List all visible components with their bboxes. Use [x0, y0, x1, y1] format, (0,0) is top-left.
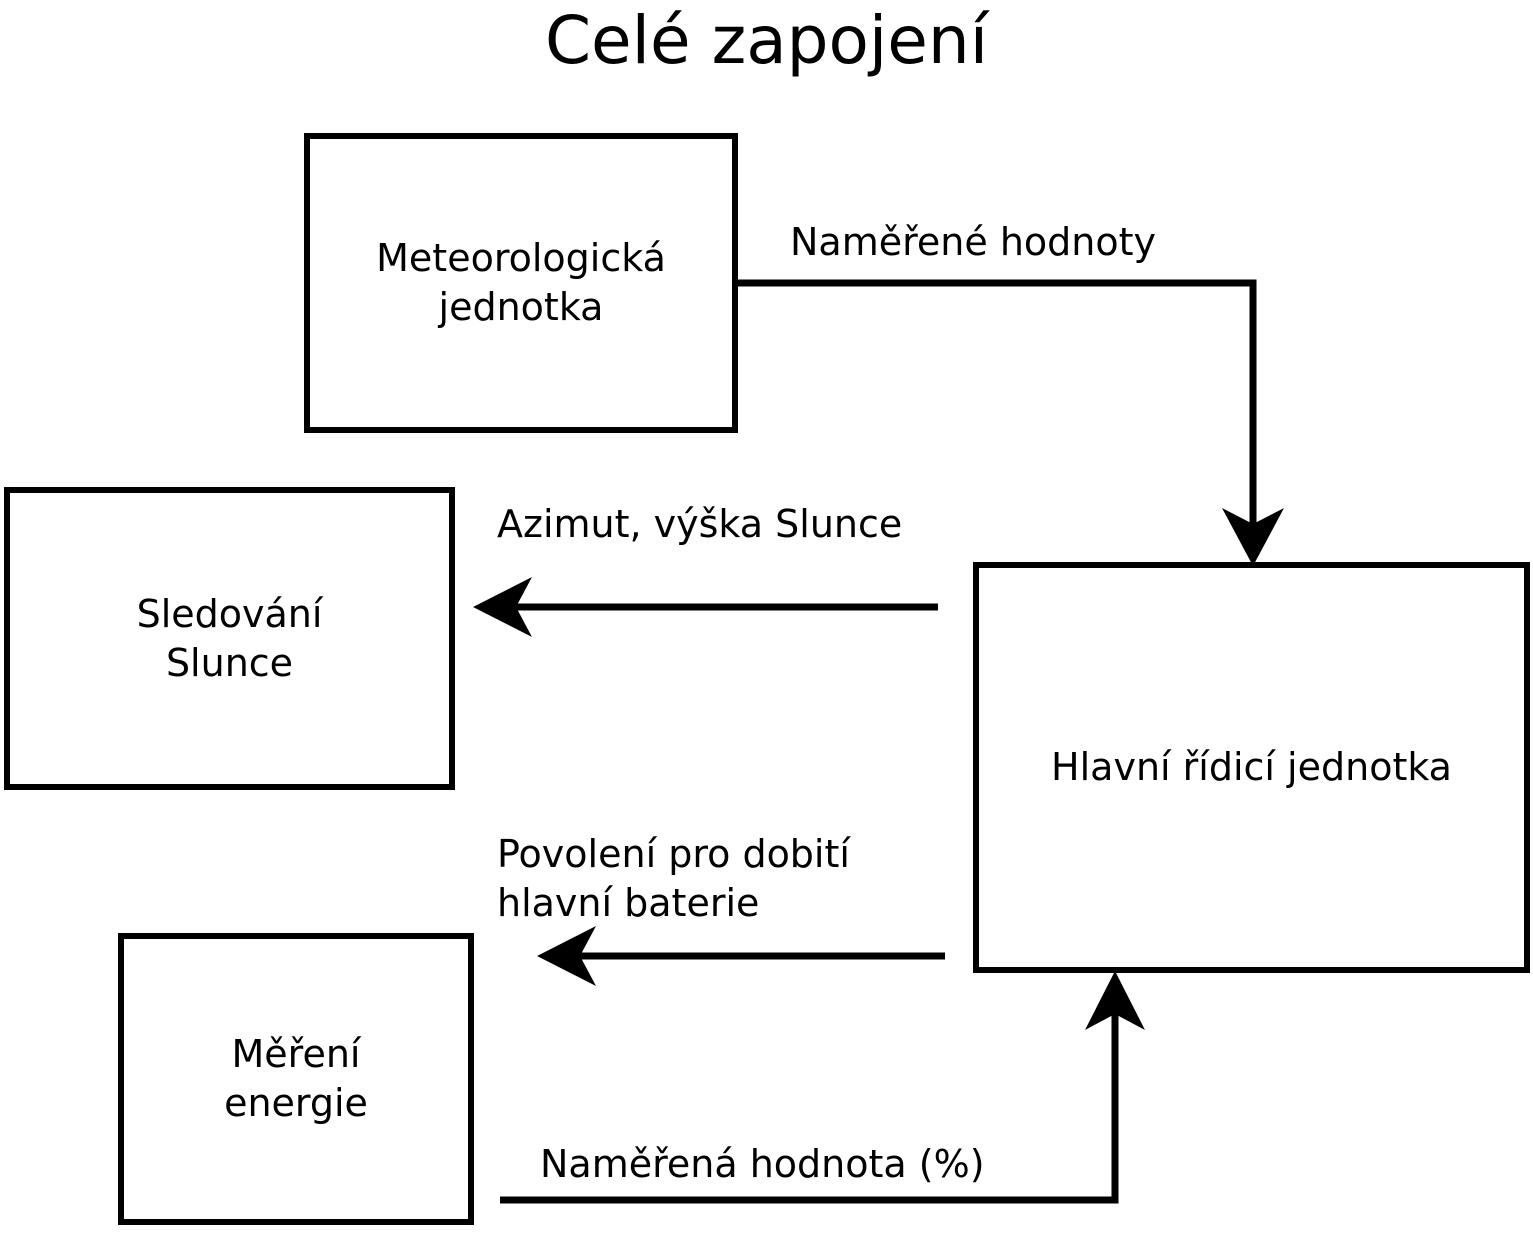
- node-meteorologicka-jednotka[interactable]: Meteorologická jednotka: [304, 133, 738, 433]
- node-hlavni-ridici-jednotka[interactable]: Hlavní řídicí jednotka: [973, 562, 1530, 973]
- edge-label-namerene-hodnoty: Naměřené hodnoty: [790, 220, 1156, 264]
- node-label: Sledování Slunce: [136, 591, 323, 685]
- edge-main-to-energy: [537, 926, 945, 986]
- node-label: Hlavní řídicí jednotka: [1051, 745, 1452, 790]
- edge-label-namerena-hodnota: Naměřená hodnota (%): [540, 1142, 985, 1186]
- edge-label-povoleni-pro-dobiti: Povolení pro dobití hlavní baterie: [497, 832, 850, 926]
- edge-main-to-tracking: [473, 577, 938, 637]
- node-mereni-energie[interactable]: Měření energie: [118, 933, 474, 1225]
- node-sledovani-slunce[interactable]: Sledování Slunce: [4, 487, 455, 790]
- node-label: Měření energie: [224, 1032, 368, 1125]
- node-label: Meteorologická jednotka: [376, 236, 666, 329]
- edge-label-azimut-vyska-slunce: Azimut, výška Slunce: [497, 502, 903, 546]
- page-title: Celé zapojení: [544, 2, 989, 79]
